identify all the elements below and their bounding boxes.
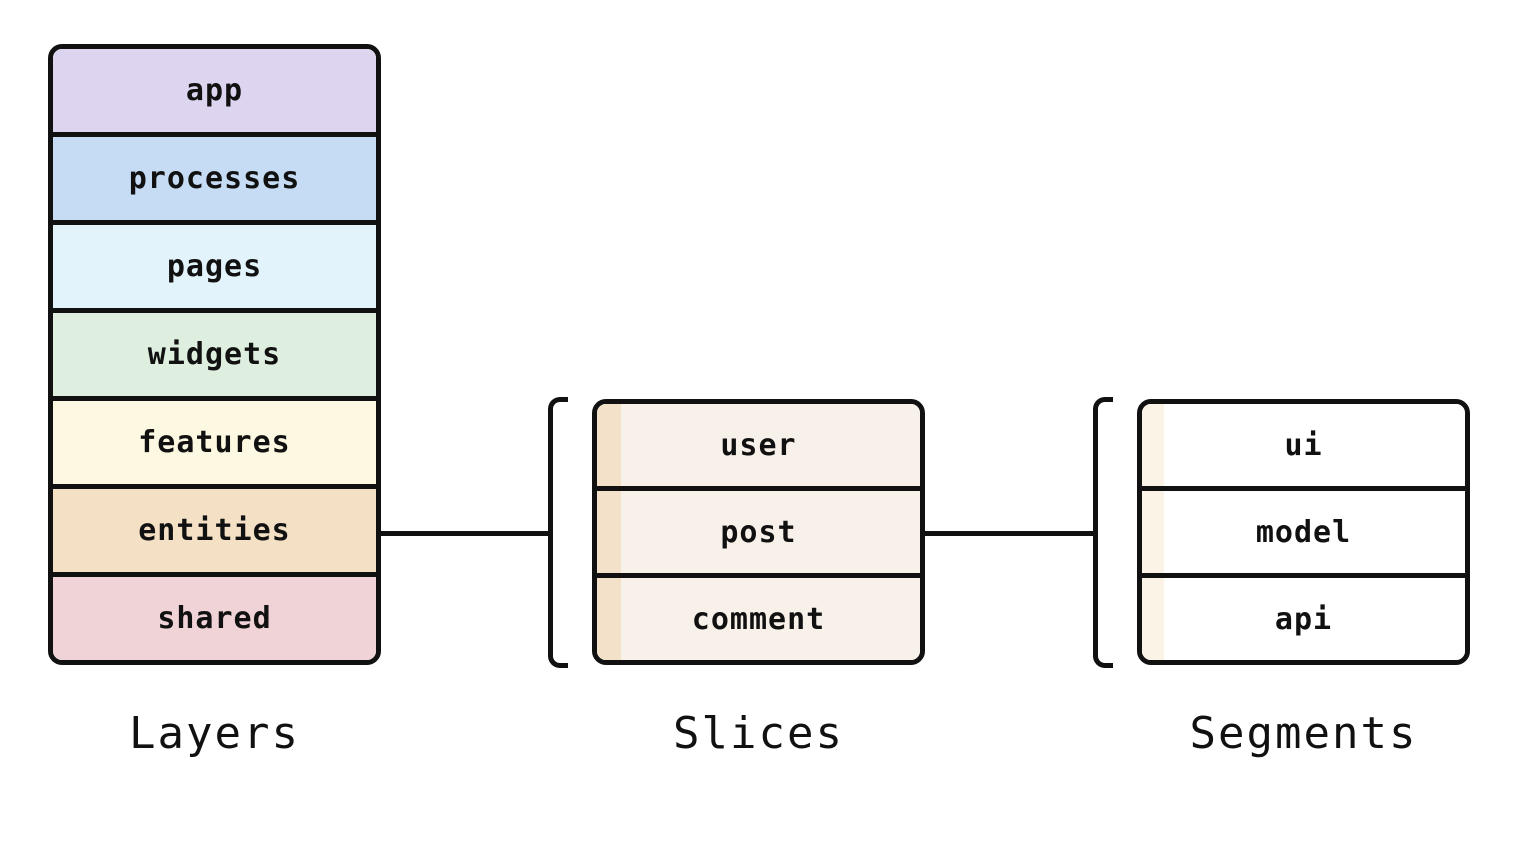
layer-processes-label: processes: [128, 161, 301, 196]
layer-pages-label: pages: [166, 249, 263, 284]
segment-api: api: [1142, 573, 1465, 660]
layer-features: features: [53, 396, 376, 484]
segments-bracket: [1093, 397, 1113, 668]
slices-caption: Slices: [673, 708, 844, 759]
segment-api-label: api: [1274, 601, 1333, 637]
layer-app: app: [53, 49, 376, 132]
layer-entities: entities: [53, 484, 376, 572]
layer-shared-label: shared: [157, 601, 272, 636]
layer-widgets-label: widgets: [147, 337, 282, 372]
connector-layers-to-slices: [380, 531, 552, 536]
segment-model: model: [1142, 486, 1465, 573]
slice-comment: comment: [597, 573, 920, 660]
slices-stack: user post comment: [592, 399, 925, 665]
slice-comment-label: comment: [691, 601, 826, 637]
slice-user-label: user: [720, 427, 797, 463]
layer-features-label: features: [138, 425, 291, 460]
slice-user: user: [597, 404, 920, 486]
connector-slices-to-segments: [924, 531, 1096, 536]
segments-caption: Segments: [1189, 708, 1418, 759]
layer-app-label: app: [185, 73, 244, 108]
segment-ui-label: ui: [1284, 427, 1323, 463]
layer-entities-label: entities: [138, 513, 291, 548]
slices-bracket: [548, 397, 568, 668]
layers-stack: app processes pages widgets features ent…: [48, 44, 381, 665]
slice-post: post: [597, 486, 920, 573]
layer-pages: pages: [53, 220, 376, 308]
layers-caption: Layers: [129, 708, 300, 759]
layer-widgets: widgets: [53, 308, 376, 396]
segments-stack: ui model api: [1137, 399, 1470, 665]
segment-ui: ui: [1142, 404, 1465, 486]
segment-model-label: model: [1255, 514, 1352, 550]
layer-shared: shared: [53, 572, 376, 660]
layer-processes: processes: [53, 132, 376, 220]
slice-post-label: post: [720, 514, 797, 550]
